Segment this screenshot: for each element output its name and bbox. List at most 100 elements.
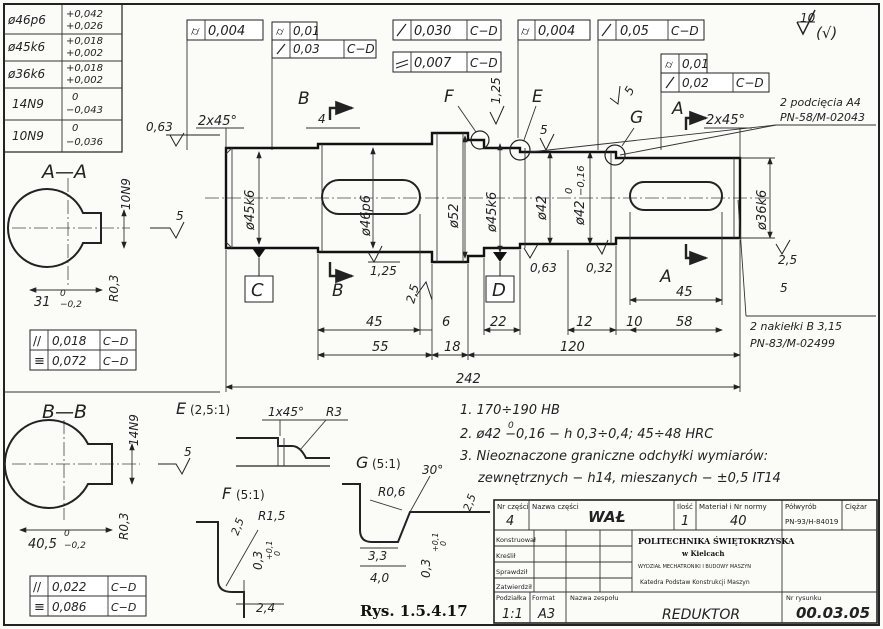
detail-f-depth-up: +0,1 [265, 541, 274, 560]
tb-part-name-label: Nazwa części [532, 503, 579, 511]
tol-lower: +0,002 [66, 75, 103, 86]
dim-45b: 45 [676, 285, 693, 300]
section-aa-tol1: 0,018 [52, 334, 87, 348]
gdt-value: 0,01 [293, 24, 320, 38]
section-a-top-label: A [671, 99, 684, 119]
tb-drawing-no: 00.03.05 [796, 604, 870, 622]
section-aa-size-up: 0 [60, 289, 66, 299]
gdt-datum: C−D [470, 56, 498, 70]
gdt-value: 0,030 [414, 24, 451, 39]
tb-scale-label: Podziałka [496, 594, 526, 602]
dim-d46p6: ø46p6 [359, 195, 374, 237]
rough-125a: 1,25 [489, 77, 503, 104]
section-a-bottom-label: A [659, 267, 672, 287]
section-bb-width: 14N9 [127, 414, 141, 446]
gdt-value: 0,004 [538, 24, 575, 39]
tolerance-table: ø46p6 +0,042 +0,026 ø45k6 +0,018 +0,002 … [3, 3, 123, 153]
tb-institution-2: w Kielcach [681, 549, 724, 558]
dim-18: 18 [444, 340, 461, 355]
tol-fit: ø46p6 [7, 13, 46, 27]
gdt-frame-2: ⌭ 0,01 0,03 C−D [271, 21, 377, 150]
tb-role: Sprawdził [496, 568, 528, 576]
dim-chamfer-right: 2x45° [706, 113, 745, 128]
dim-22: 22 [490, 315, 507, 330]
tb-part-name: WAŁ [588, 508, 626, 526]
callout-undercut-2: PN-58/M-02043 [780, 111, 865, 124]
technical-notes: 1. 170÷190 HB 2. ø42 −0,16 − h 0,3÷0,4; … [460, 403, 781, 486]
tol-fit: 14N9 [12, 97, 44, 111]
rough-25a: 2,5 [403, 283, 421, 305]
section-a-a: A—A 10N9 R0,3 5 31 0 −0,2 // ≡ 0,018 C−D… [4, 161, 220, 393]
tol-upper: +0,018 [66, 36, 103, 47]
detail-g-label: G [356, 453, 368, 472]
rough-5b: 5 [621, 84, 637, 98]
section-aa-depth: R0,3 [107, 275, 121, 302]
section-bb-tol1-datum: C−D [111, 581, 136, 594]
detail-f-rough: 2,5 [229, 516, 247, 537]
detail-g-rough: 2,5 [461, 492, 479, 513]
tb-qty: 1 [681, 514, 689, 529]
callout-undercut-1: 2 podcięcia A4 [780, 96, 861, 109]
svg-text:⌭: ⌭ [276, 25, 284, 38]
detail-g-depth: 0,3 [419, 559, 433, 578]
detail-f-radius: R1,5 [258, 509, 285, 523]
dim-58: 58 [676, 315, 693, 330]
gdt-datum: C−D [671, 24, 699, 38]
dim-12: 12 [576, 315, 593, 330]
datum-c-triangle [252, 248, 266, 258]
section-bb-rough: 5 [184, 445, 192, 459]
gdt-value: 0,03 [293, 42, 320, 56]
detail-e: E (2,5:1) 1x45° R3 [176, 399, 348, 467]
section-b-b: B—B 14N9 R0,3 5 40,5 0 −0,2 // ≡ 0,022 C… [3, 401, 192, 617]
detail-g-radius: R0,6 [378, 485, 406, 499]
dim-d42tol-up: 0 [564, 188, 575, 194]
shaft-main-view: ø45k6 ø46p6 ø52 ø45k6 ø42 ø42 0 −0,16 ø3… [146, 77, 876, 392]
callout-center-1: 2 nakiełki B 3,15 [750, 320, 842, 333]
datum-d-label: D [492, 280, 506, 301]
rough-063b: 0,63 [530, 261, 557, 275]
detail-f-label: F [222, 484, 232, 503]
rough-032: 0,32 [586, 261, 613, 275]
detail-f-scale: (5:1) [236, 488, 265, 502]
gdt-datum: C−D [470, 24, 498, 38]
datum-c-label: C [251, 280, 264, 301]
section-b-top-label: B [298, 89, 310, 109]
dim-120: 120 [560, 340, 585, 355]
svg-text://: // [33, 334, 42, 348]
detail-f: F (5:1) R1,5 2,5 0,3 +0,1 0 2,4 [196, 484, 285, 618]
dim-45a: 45 [366, 315, 383, 330]
svg-text:⌭: ⌭ [191, 24, 200, 38]
detail-e-radius: R3 [326, 405, 342, 419]
gdt-frame-1: ⌭ 0,004 [186, 19, 264, 150]
detail-f-width: 2,4 [256, 601, 275, 615]
gdt-frame-4: ⌭ 0,004 [517, 19, 591, 138]
detail-f-depth: 0,3 [251, 551, 265, 570]
detail-g-depth-low: 0 [439, 541, 448, 546]
tol-upper: 0 [72, 92, 78, 103]
tb-institution-1: POLITECHNIKA ŚWIĘTOKRZYSKA [638, 536, 795, 546]
rough-063: 0,63 [146, 120, 173, 134]
detail-e-chamfer: 1x45° [268, 405, 304, 419]
tb-format-label: Format [532, 594, 555, 602]
title-block: Nr części 4 Nazwa części WAŁ Ilość 1 Mat… [493, 499, 878, 624]
tb-scale: 1:1 [502, 607, 523, 622]
svg-text:≡: ≡ [34, 600, 45, 615]
note-1: 1. 170÷190 HB [460, 403, 560, 418]
gdt-datum: C−D [347, 42, 375, 56]
gdt-frame-5: 0,05 C−D [597, 19, 705, 150]
note-3: 3. Nieoznaczone graniczne odchyłki wymia… [460, 449, 768, 464]
tol-lower: −0,036 [66, 137, 103, 148]
note-2: 2. ø42 −0,16 − h 0,3÷0,4; 45÷48 HRC [460, 427, 714, 442]
tb-semi-label: Półwyrób [785, 503, 817, 511]
section-bb-size-up: 0 [64, 529, 70, 539]
rough-125b: 1,25 [370, 264, 397, 278]
section-aa-width: 10N9 [119, 178, 133, 210]
dim-55: 55 [372, 340, 389, 355]
section-aa-tol2: 0,072 [52, 354, 86, 368]
gdt-value: 0,01 [682, 57, 709, 71]
gdt-value: 0,05 [620, 24, 649, 39]
tol-lower: +0,002 [66, 48, 103, 59]
note-3b: zewnętrznych − h14, mieszanych − ±0,5 IT… [477, 471, 781, 486]
tol-lower: +0,026 [66, 21, 103, 32]
detail-g-marker [604, 144, 626, 166]
